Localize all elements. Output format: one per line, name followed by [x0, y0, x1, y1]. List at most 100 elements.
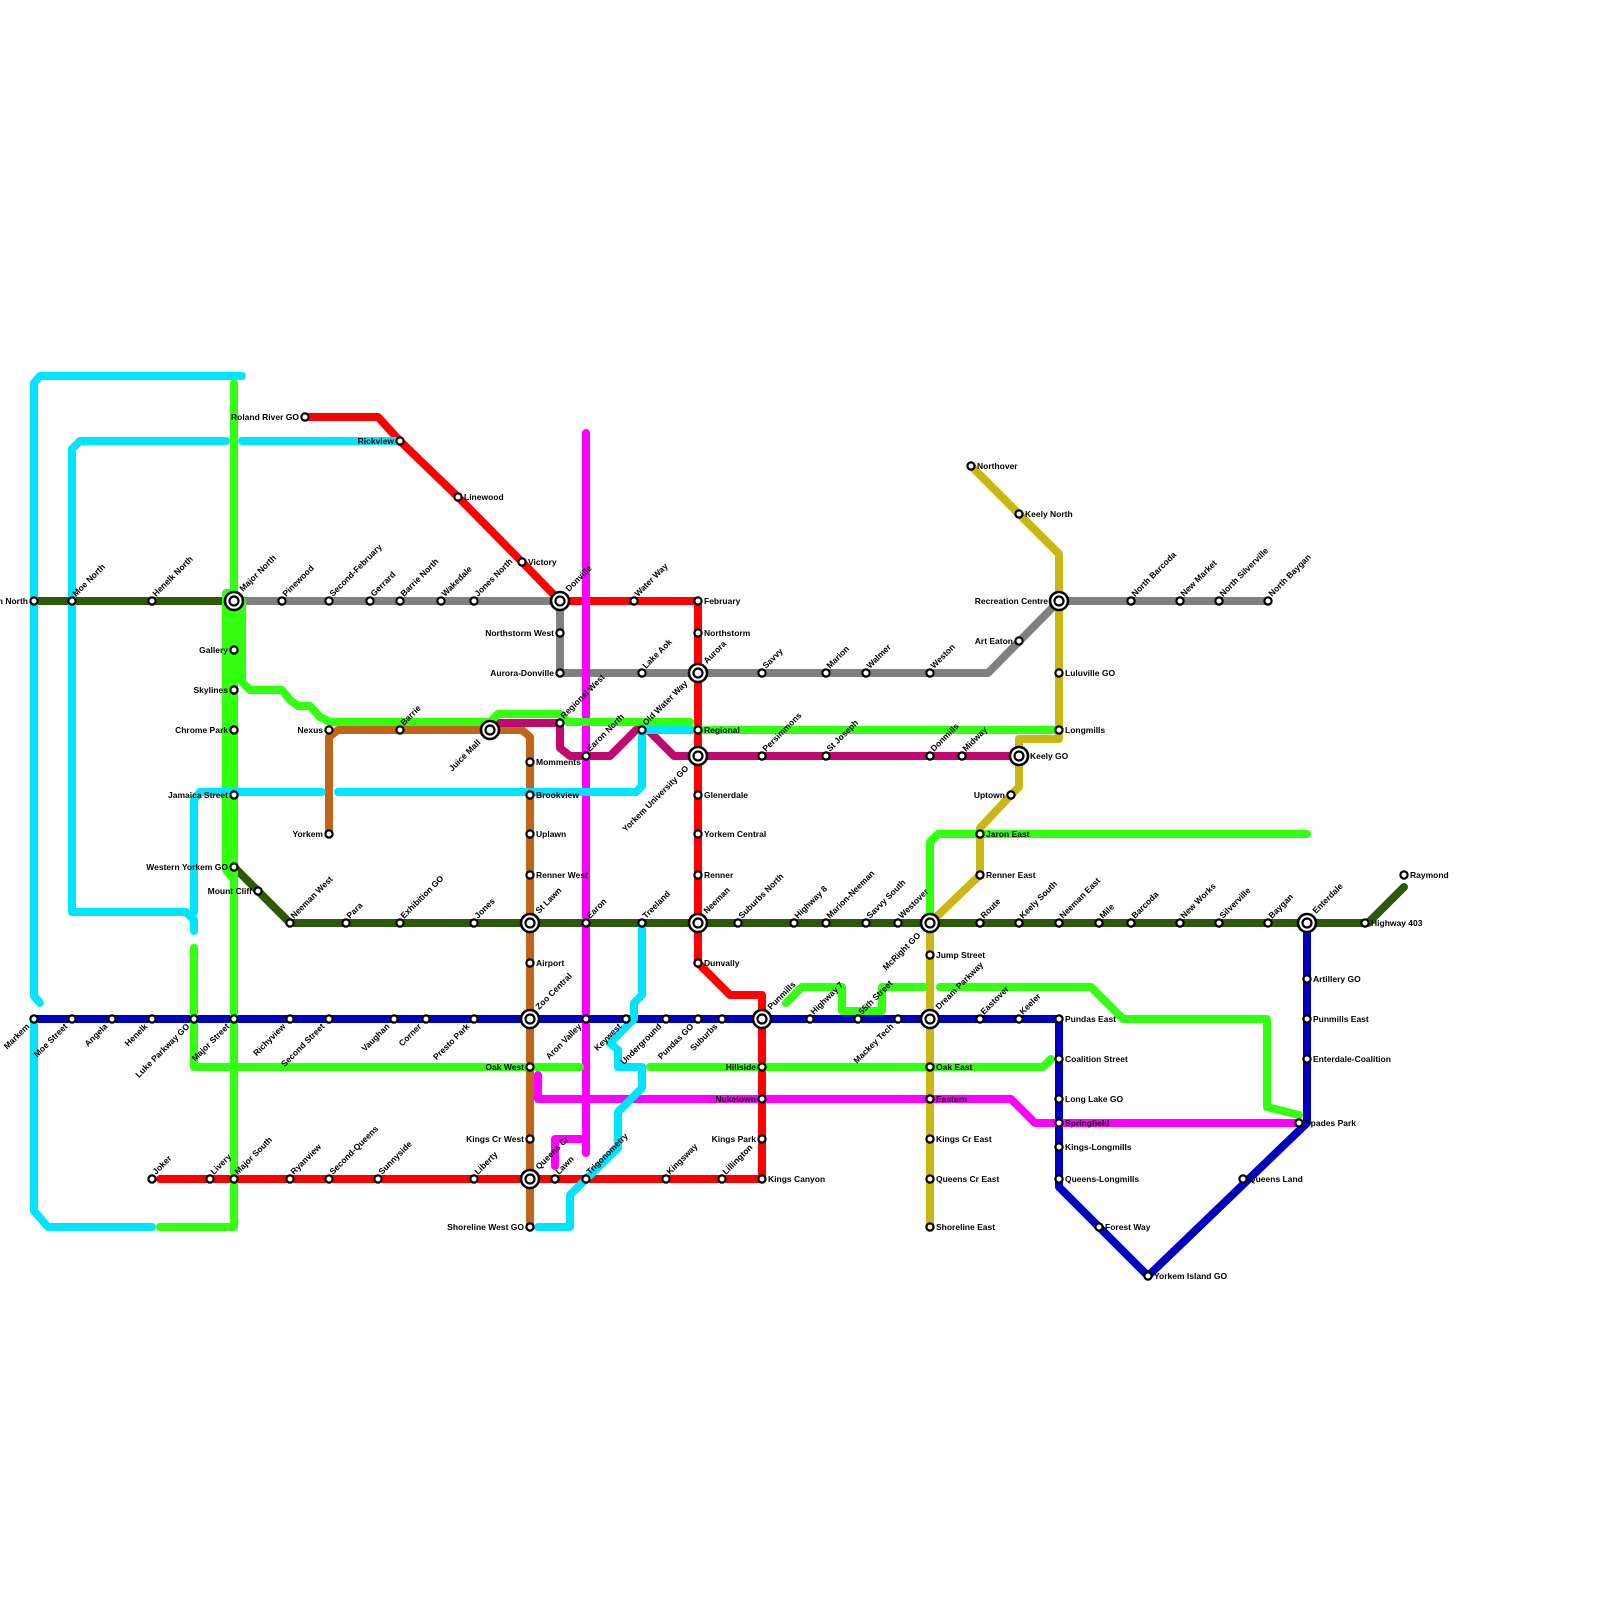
station-mackey-tech[interactable] — [894, 1015, 901, 1022]
station-vaughan[interactable] — [390, 1015, 397, 1022]
station-midway[interactable] — [958, 752, 965, 759]
station-major-street[interactable] — [230, 1015, 237, 1022]
station-old-water-way[interactable] — [638, 726, 645, 733]
station-marion[interactable] — [822, 669, 829, 676]
station-victory[interactable] — [518, 558, 525, 565]
station-highway-403[interactable] — [1361, 919, 1368, 926]
station-nuketown[interactable] — [758, 1095, 765, 1102]
station-new-market[interactable] — [1176, 597, 1183, 604]
station-water-way[interactable] — [630, 597, 637, 604]
station-barrie[interactable] — [396, 726, 403, 733]
station-presto-park[interactable] — [470, 1015, 477, 1022]
station-luke-parkway-go[interactable] — [190, 1015, 197, 1022]
station-northover[interactable] — [967, 462, 974, 469]
station-nexus[interactable] — [325, 726, 332, 733]
station-aron-valley[interactable] — [582, 1015, 589, 1022]
station-enterdale-coalition[interactable] — [1303, 1055, 1310, 1062]
station-eastern[interactable] — [926, 1095, 933, 1102]
station-long-lake-go[interactable] — [1055, 1095, 1062, 1102]
station-yorkem-island-go[interactable] — [1144, 1272, 1151, 1279]
station-jones-north[interactable] — [470, 597, 477, 604]
station-dream-parkway[interactable] — [921, 1010, 939, 1028]
station-savvy-south[interactable] — [862, 919, 869, 926]
station-rickview[interactable] — [396, 437, 403, 444]
station-gallery[interactable] — [230, 646, 237, 653]
station-yorkem-central[interactable] — [694, 830, 701, 837]
station-highway-8[interactable] — [790, 919, 797, 926]
station-oak-west[interactable] — [526, 1063, 533, 1070]
station-ryanview[interactable] — [286, 1175, 293, 1182]
station-kingsway[interactable] — [662, 1175, 669, 1182]
station-livery[interactable] — [206, 1175, 213, 1182]
station-mile[interactable] — [1095, 919, 1102, 926]
station-lawn[interactable] — [551, 1175, 558, 1182]
station-kings-canyon[interactable] — [758, 1175, 765, 1182]
station-queens-cr[interactable] — [521, 1170, 539, 1188]
station-sunnyside[interactable] — [374, 1175, 381, 1182]
station-keely-go[interactable] — [1010, 747, 1028, 765]
station-raymond[interactable] — [1400, 871, 1407, 878]
station-jump-street[interactable] — [926, 951, 933, 958]
station-pinewood[interactable] — [278, 597, 285, 604]
station-barrie-north[interactable] — [396, 597, 403, 604]
station-exhibition-go[interactable] — [396, 919, 403, 926]
station-recreation-centre[interactable] — [1050, 592, 1068, 610]
station-kings-cr-east[interactable] — [926, 1135, 933, 1142]
station-gerrard[interactable] — [366, 597, 373, 604]
station-keely-south[interactable] — [1015, 919, 1022, 926]
station-highway-7[interactable] — [806, 1015, 813, 1022]
station-glenerdale[interactable] — [694, 791, 701, 798]
station-luluville-go[interactable] — [1055, 669, 1062, 676]
station-donmills[interactable] — [926, 752, 933, 759]
station-north-baygan[interactable] — [1264, 597, 1271, 604]
station-punmills-east[interactable] — [1303, 1015, 1310, 1022]
station-punmills[interactable] — [753, 1010, 771, 1028]
station-queens-cr-east[interactable] — [926, 1175, 933, 1182]
station-hillside[interactable] — [758, 1063, 765, 1070]
station-henelk-north[interactable] — [148, 597, 155, 604]
station-artillery-go[interactable] — [1303, 975, 1310, 982]
station-neeman[interactable] — [689, 914, 707, 932]
station-chrome-park[interactable] — [230, 726, 237, 733]
station-queens-longmills[interactable] — [1055, 1175, 1062, 1182]
station-moe-north[interactable] — [68, 597, 75, 604]
station-brookview[interactable] — [526, 791, 533, 798]
station-55th-street[interactable] — [854, 1015, 861, 1022]
station-mcright-go[interactable] — [921, 914, 939, 932]
station-keely-north[interactable] — [1015, 510, 1022, 517]
station-second-street[interactable] — [325, 1015, 332, 1022]
station-roland-river-go[interactable] — [301, 413, 308, 420]
station-route[interactable] — [976, 919, 983, 926]
station-kings-cr-west[interactable] — [526, 1135, 533, 1142]
station-neeman-west[interactable] — [286, 919, 293, 926]
station-renner-west[interactable] — [526, 871, 533, 878]
station-persimmons[interactable] — [758, 752, 765, 759]
station-henelk[interactable] — [148, 1015, 155, 1022]
station-forest-way[interactable] — [1095, 1223, 1102, 1230]
station-shoreline-east[interactable] — [926, 1223, 933, 1230]
station-mount-cliff[interactable] — [254, 887, 261, 894]
station-northstorm-west[interactable] — [556, 629, 563, 636]
station-linewood[interactable] — [454, 493, 461, 500]
station-juice-mall[interactable] — [481, 721, 499, 739]
station-jaron-east[interactable] — [976, 830, 983, 837]
station-february[interactable] — [694, 597, 701, 604]
station-oak-east[interactable] — [926, 1063, 933, 1070]
station-underground[interactable] — [662, 1015, 669, 1022]
station-westover[interactable] — [894, 919, 901, 926]
station-dunvally[interactable] — [694, 959, 701, 966]
station-pundas-east[interactable] — [1055, 1015, 1062, 1022]
station-barcoda[interactable] — [1127, 919, 1134, 926]
station-wakedale[interactable] — [437, 597, 444, 604]
station-renner-east[interactable] — [976, 871, 983, 878]
station-zoo-central[interactable] — [521, 1010, 539, 1028]
station-new-works[interactable] — [1176, 919, 1183, 926]
station-second-february[interactable] — [325, 597, 332, 604]
station-regional[interactable] — [694, 726, 701, 733]
station-coalition-street[interactable] — [1055, 1055, 1062, 1062]
station-jamaica-street[interactable] — [230, 791, 237, 798]
station-major-north[interactable] — [225, 592, 243, 610]
station-shoreline-west-go[interactable] — [526, 1223, 533, 1230]
station-savvy[interactable] — [758, 669, 765, 676]
station-jones[interactable] — [470, 919, 477, 926]
